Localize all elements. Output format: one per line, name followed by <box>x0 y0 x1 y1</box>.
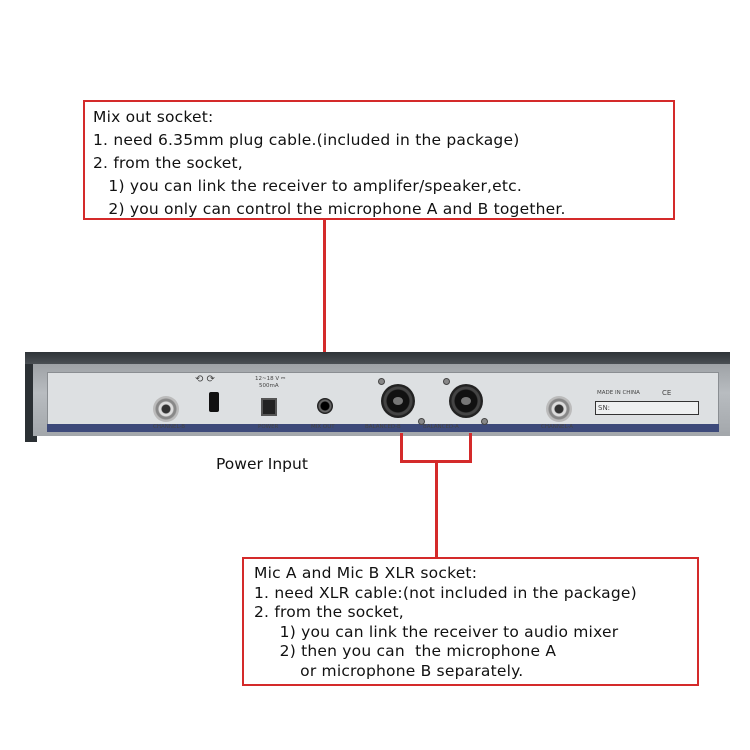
callout-line: 1) you can link the receiver to audio mi… <box>254 622 619 641</box>
callout-line: or microphone B separately. <box>254 661 524 680</box>
screw <box>481 418 488 425</box>
cable-clip-icon: ⟲ ⟳ <box>195 374 215 385</box>
channel-a-label: CHANNEL-A <box>541 424 574 430</box>
ce-mark: CE <box>662 389 672 397</box>
screw <box>418 418 425 425</box>
mix-out-pointer-line <box>323 220 326 392</box>
callout-line: 2) then you can the microphone A <box>254 642 557 660</box>
xlr-callout: Mic A and Mic B XLR socket: 1. need XLR … <box>242 557 699 686</box>
callout-line: 1) you can link the receiver to amplifer… <box>93 177 523 195</box>
serial-number-label: SN: <box>598 404 611 412</box>
power-input-label: Power Input <box>216 455 308 473</box>
callout-line: 1. need XLR cable:(not included in the p… <box>254 583 637 602</box>
channel-b-label: CHANNEL-B <box>153 424 185 430</box>
receiver-rear-panel: CHANNEL-B ⟲ ⟳ 12~18 V ⎓ 500mA POWER MIX … <box>25 352 730 442</box>
mix-out-callout: Mix out socket: 1. need 6.35mm plug cabl… <box>83 100 675 220</box>
screw <box>443 378 450 385</box>
balanced-a-label: BALANCED-A <box>423 424 459 430</box>
power-label: POWER <box>258 424 279 430</box>
channel-b-antenna-connector[interactable] <box>153 396 179 422</box>
panel-stripe <box>47 424 719 432</box>
callout-line: Mic A and Mic B XLR socket: <box>254 564 478 582</box>
cable-clip <box>209 392 219 412</box>
unit-top-edge <box>25 352 730 364</box>
callout-line: 1. need 6.35mm plug cable.(included in t… <box>93 131 520 149</box>
callout-line: 2) you only can control the microphone A… <box>93 200 566 218</box>
screw <box>378 378 385 385</box>
balanced-b-xlr-socket[interactable] <box>381 384 415 418</box>
callout-line: Mix out socket: <box>93 108 214 126</box>
balanced-b-label: BALANCED-B <box>365 424 401 430</box>
made-in-label: MADE IN CHINA <box>597 390 640 396</box>
xlr-bracket-right <box>469 433 472 463</box>
mix-out-label: MIX OUT <box>311 424 335 430</box>
power-dc-socket[interactable] <box>261 398 277 416</box>
channel-a-antenna-connector[interactable] <box>546 396 572 422</box>
balanced-a-xlr-socket[interactable] <box>449 384 483 418</box>
xlr-pointer-line <box>435 460 438 558</box>
serial-number-box: SN: <box>595 401 699 415</box>
xlr-bracket-left <box>400 433 403 463</box>
voltage-label: 12~18 V ⎓ <box>255 376 286 382</box>
mix-out-jack[interactable] <box>317 398 333 414</box>
callout-line: 2. from the socket, <box>254 603 404 621</box>
callout-line: 2. from the socket, <box>93 154 243 172</box>
current-label: 500mA <box>259 383 279 389</box>
